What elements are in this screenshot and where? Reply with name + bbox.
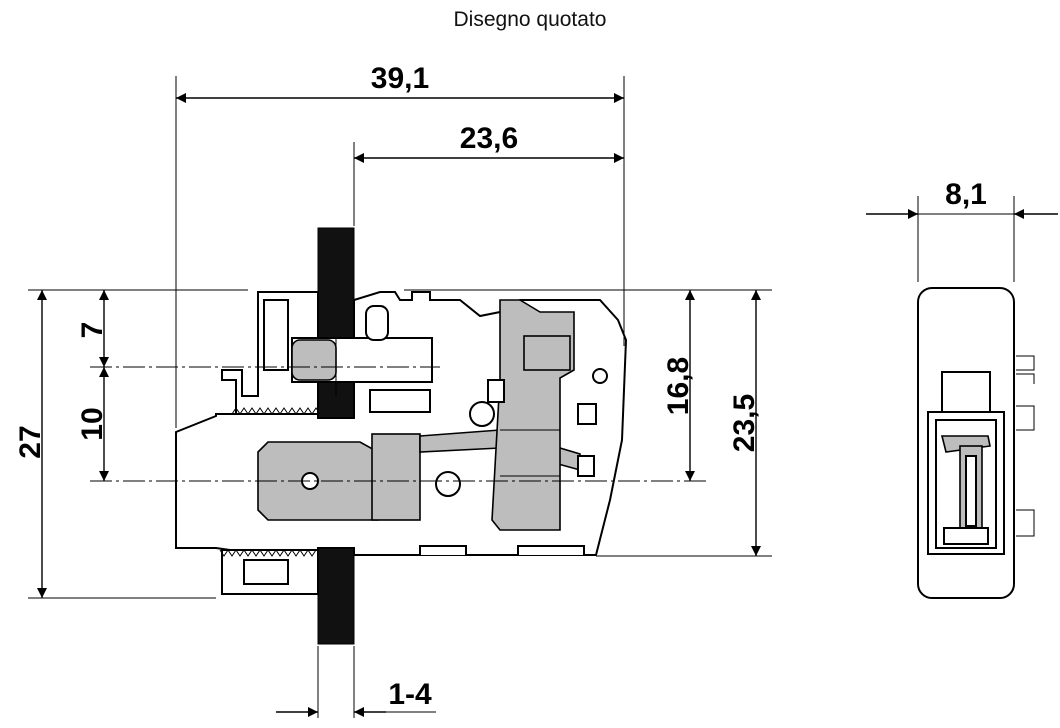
side-view-terminal	[175, 227, 628, 645]
latch-foot-slot	[243, 559, 289, 585]
screw-head	[291, 339, 337, 381]
end-view-terminal	[917, 287, 1035, 599]
contact-block	[371, 433, 421, 521]
dim-upper-offset: 7	[76, 322, 109, 339]
detail-hole-right	[592, 368, 608, 384]
dim-right-width: 23,6	[460, 122, 518, 155]
end-view-top-tab	[941, 371, 991, 413]
upper-notch	[365, 305, 389, 341]
dim-inner-height: 16,8	[662, 357, 695, 415]
round-hole-upper	[469, 401, 495, 427]
detail-tab-2	[577, 403, 597, 425]
panel-plate-lower	[317, 547, 355, 645]
dim-side-width: 8,1	[945, 178, 987, 211]
bottom-foot-slots	[419, 545, 585, 555]
dim-overall-height: 27	[14, 425, 47, 458]
end-view-side-notches	[1016, 355, 1035, 537]
latch-slot	[263, 299, 289, 371]
detail-tab-3	[577, 455, 595, 477]
end-view-spring-slot	[965, 455, 977, 527]
end-view-conductor	[940, 435, 991, 453]
dim-panel-thickness: 1-4	[388, 678, 432, 711]
dim-overall-width: 39,1	[371, 62, 429, 95]
dim-middle-offset: 10	[76, 407, 109, 440]
dim-body-height: 23,5	[728, 394, 761, 452]
serrated-edge-lower	[219, 549, 317, 557]
serrated-edge-upper	[231, 407, 321, 415]
round-hole-lower	[435, 471, 461, 497]
clamp-divider	[500, 429, 560, 477]
detail-tab-1	[487, 379, 505, 403]
end-view-base-tab	[943, 527, 989, 545]
drawing-title: Disegno quotato	[453, 8, 607, 31]
clamp-pusher	[523, 335, 571, 371]
mid-slot	[369, 389, 431, 413]
